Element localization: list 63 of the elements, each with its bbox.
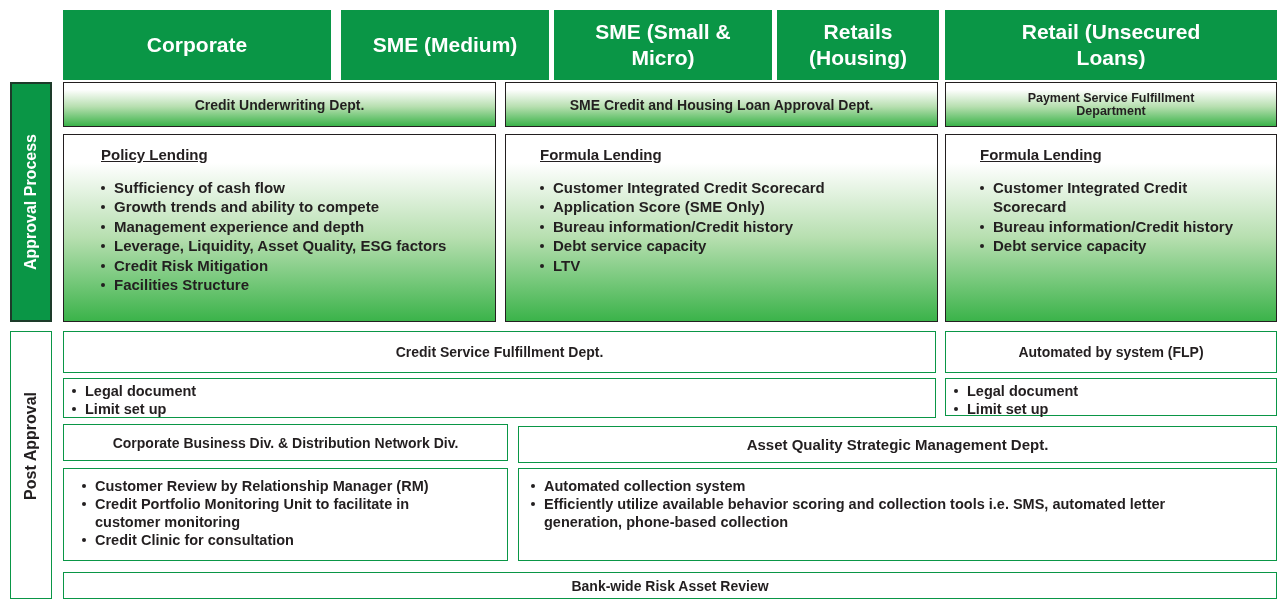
department-name: SME Credit and Housing Loan Approval Dept. [569, 97, 874, 112]
department-name: Credit Underwriting Dept. [194, 97, 365, 112]
column-header [554, 10, 772, 80]
task-box [945, 378, 1277, 416]
bullet-item: Limit set up [85, 400, 167, 418]
department-name: Automated by system (FLP) [1018, 344, 1204, 360]
column-header [945, 10, 1277, 80]
column-header [777, 10, 939, 80]
column-title: Corporate [146, 32, 248, 58]
department-box [63, 572, 1277, 599]
column-title: SME (Small & Micro) [594, 19, 732, 71]
section-heading: Policy Lending [101, 145, 209, 165]
stage-band [10, 331, 52, 599]
bullet-item: Automated collection system [544, 477, 746, 495]
bullet-item: Management experience and depth [114, 216, 365, 236]
criteria-box [505, 134, 938, 322]
department-name: Corporate Business Div. & Distribution Network Div. [112, 434, 459, 451]
stage-label: Post Approval [22, 392, 40, 500]
task-box [63, 468, 508, 561]
bullet-item: Debt service capacity [993, 236, 1147, 256]
bullet-item: LTV [553, 255, 581, 275]
bullet-item: Customer Integrated Credit Scorecard [993, 177, 1189, 217]
department-name: Bank-wide Risk Asset Review [571, 577, 769, 594]
bullet-item: Sufficiency of cash flow [114, 177, 285, 197]
bullet-item: Bureau information/Credit history [553, 216, 794, 236]
bullet-item: Debt service capacity [553, 236, 707, 256]
bullet-item: Efficiently utilize available behavior scoring and collection tools i.e. SMS, automated letter generation, phone-based collection [544, 495, 1167, 531]
bullet-item: Leverage, Liquidity, Asset Quality, ESG factors [114, 236, 447, 256]
bullet-item: Limit set up [967, 400, 1049, 418]
department-box [63, 424, 508, 461]
section-heading: Formula Lending [540, 145, 663, 165]
column-title: SME (Medium) [372, 32, 518, 58]
task-box [63, 378, 936, 418]
department-box [945, 82, 1277, 127]
bullet-item: Facilities Structure [114, 275, 250, 295]
bullet-item: Application Score (SME Only) [553, 197, 765, 217]
section-heading: Formula Lending [980, 145, 1103, 165]
column-title: Retails (Housing) [808, 19, 908, 71]
task-box [518, 468, 1277, 561]
bullet-item: Legal document [967, 382, 1079, 400]
department-name: Payment Service Fulfillment Department [1026, 91, 1196, 118]
bullet-item: Credit Clinic for consultation [95, 531, 294, 549]
department-name: Credit Service Fulfillment Dept. [395, 344, 604, 360]
criteria-box [945, 134, 1277, 322]
bullet-item: Legal document [85, 382, 197, 400]
bullet-item: Customer Review by Relationship Manager (RM) [95, 477, 429, 495]
stage-label: Approval Process [22, 133, 40, 271]
criteria-box [63, 134, 496, 322]
bullet-item: Credit Risk Mitigation [114, 255, 269, 275]
department-box [63, 82, 496, 127]
column-title: Retail (Unsecured Loans) [1020, 19, 1202, 71]
department-box [505, 82, 938, 127]
bullet-item: Bureau information/Credit history [993, 216, 1234, 236]
bullet-item: Customer Integrated Credit Scorecard [553, 177, 825, 197]
stage-band [10, 82, 52, 322]
column-header [341, 10, 549, 80]
department-box [518, 426, 1277, 463]
bullet-item: Growth trends and ability to compete [114, 197, 380, 217]
bullet-item: Credit Portfolio Monitoring Unit to facilitate in customer monitoring [95, 495, 411, 531]
department-box [63, 331, 936, 373]
department-name: Asset Quality Strategic Management Dept. [746, 436, 1049, 453]
department-box [945, 331, 1277, 373]
column-header [63, 10, 331, 80]
